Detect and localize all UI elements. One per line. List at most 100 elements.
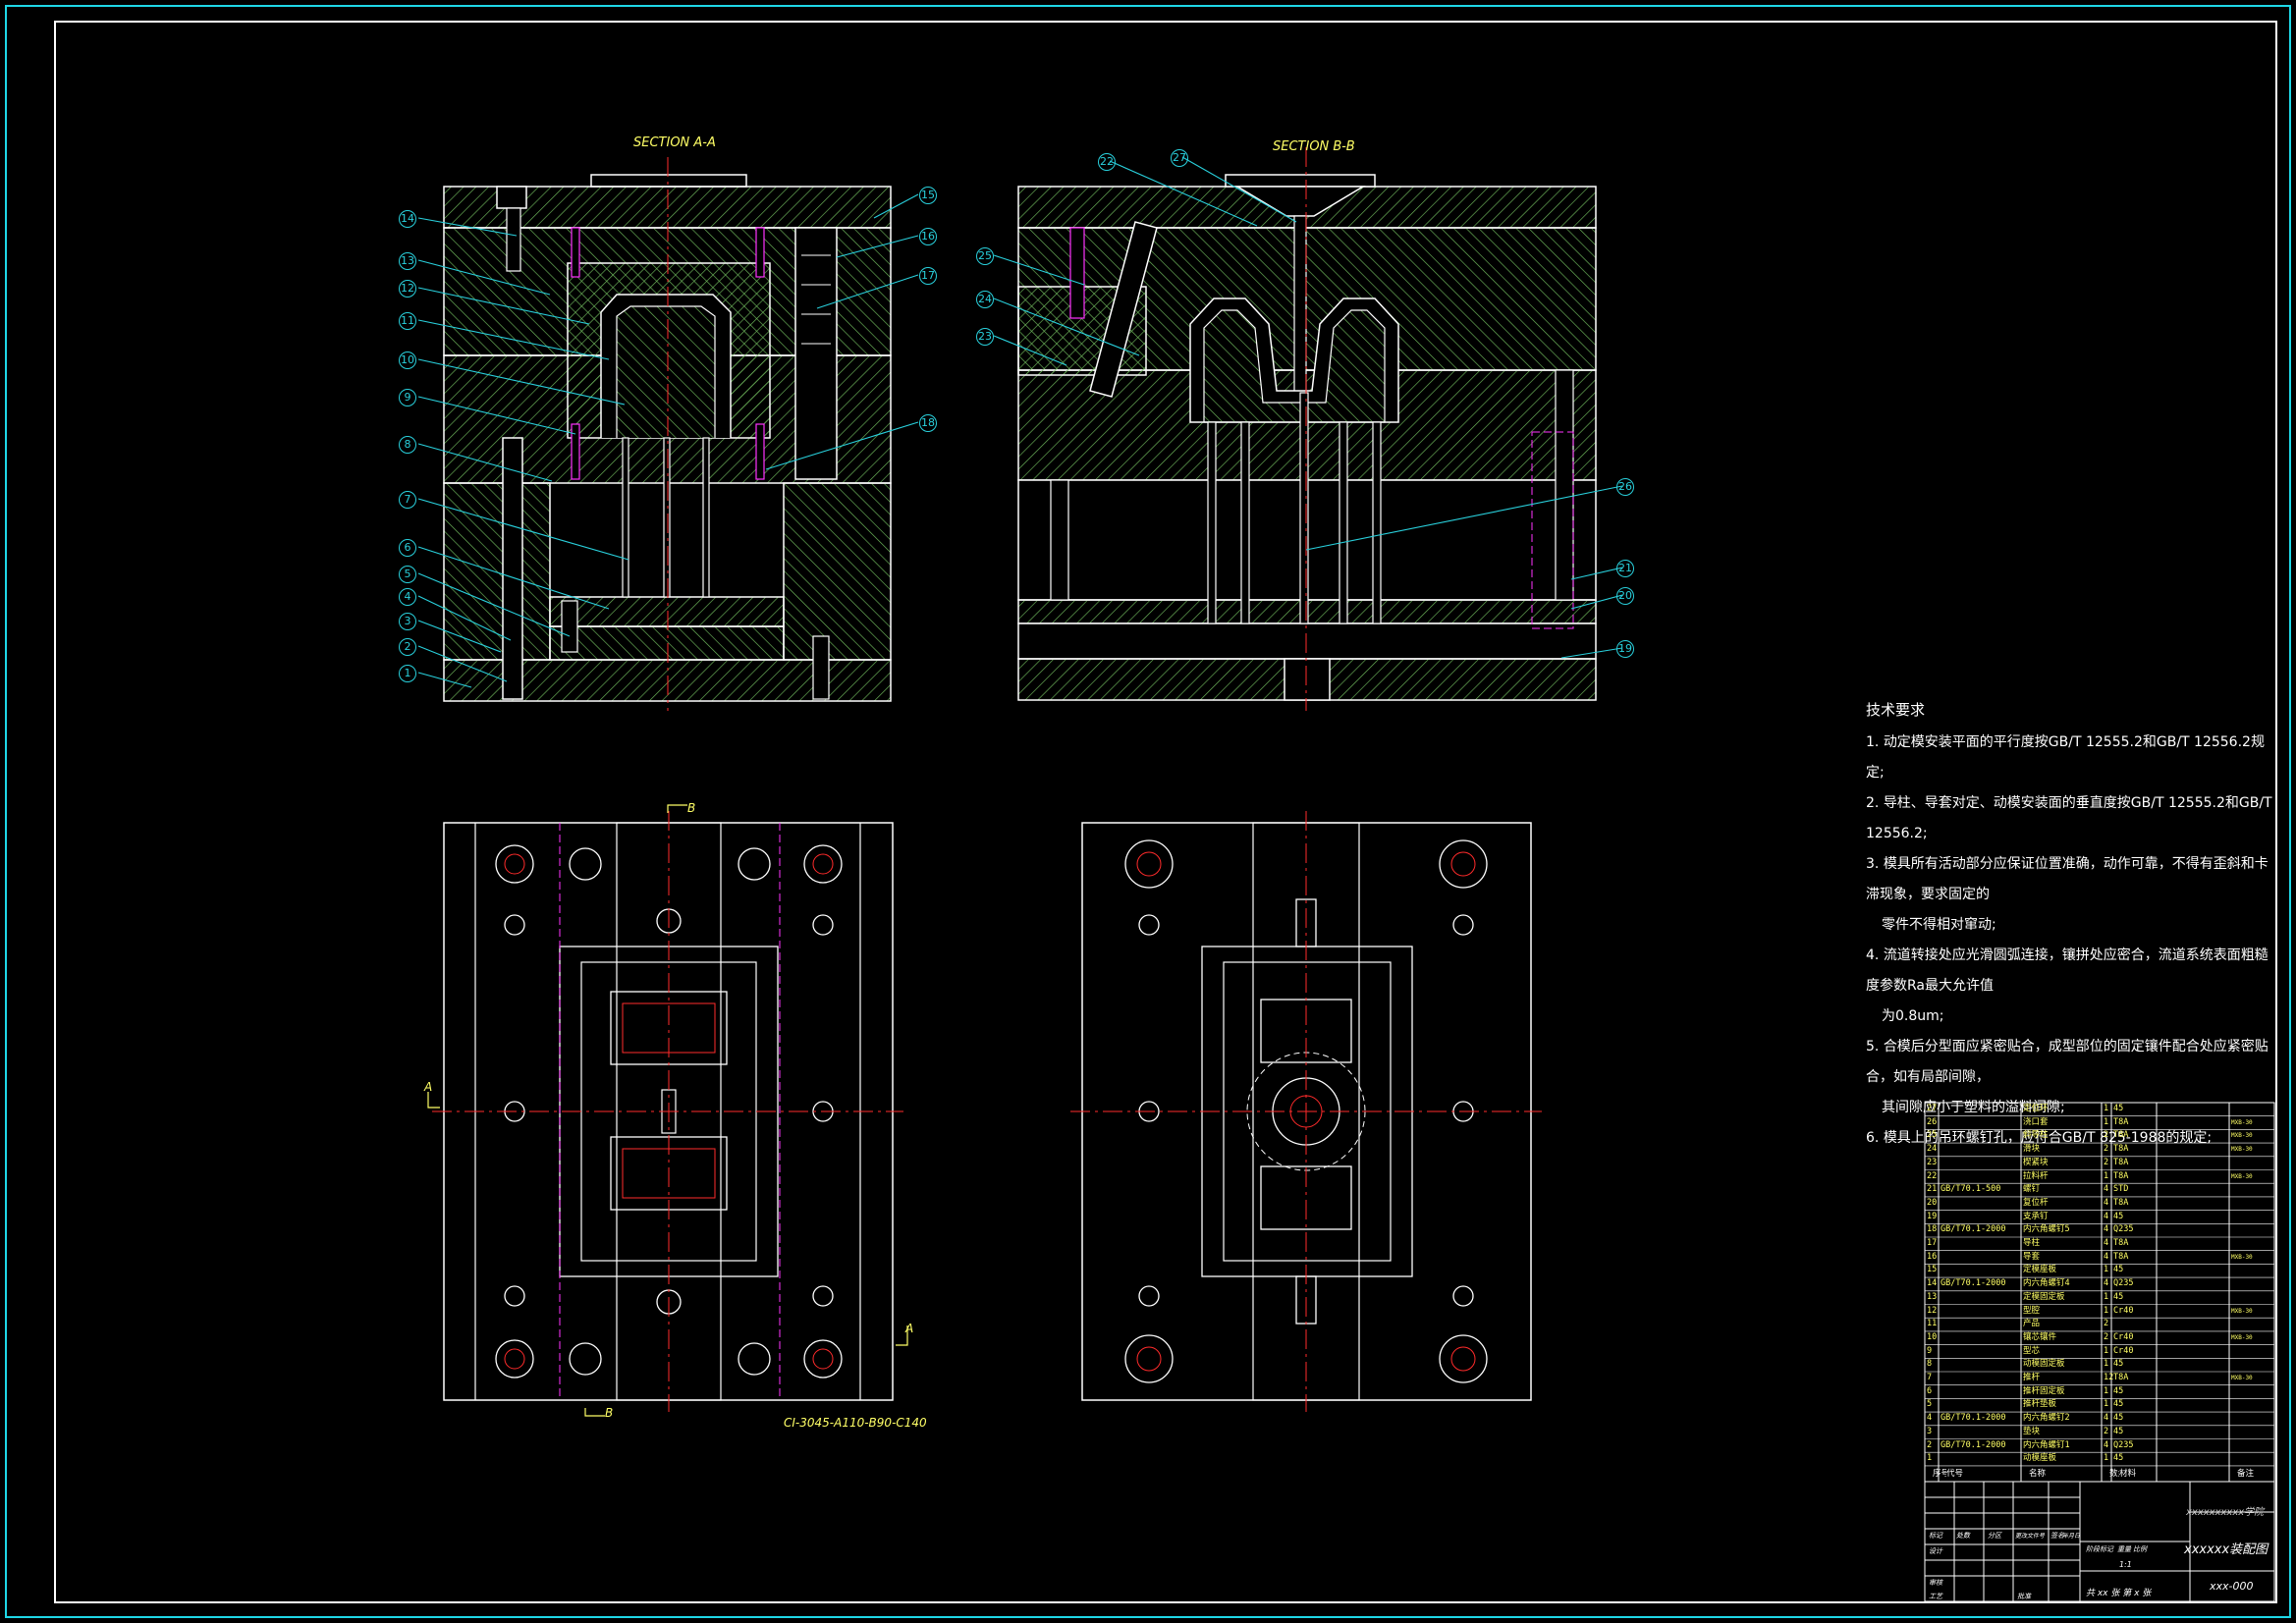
bom-cell-qty: 12 bbox=[2104, 1373, 2113, 1382]
title-block-weight: 重量 bbox=[2117, 1545, 2131, 1553]
title-block-approve: 批准 bbox=[2017, 1593, 2031, 1600]
bom-cell-qty: 1 bbox=[2104, 1291, 2109, 1302]
section-aa-title: SECTION A-A bbox=[633, 135, 716, 150]
bom-header-no: 序号 bbox=[1933, 1468, 1946, 1479]
bom-cell-qty: 4 bbox=[2104, 1211, 2109, 1221]
bom-cell-name: 复位杆 bbox=[2023, 1197, 2049, 1208]
title-block-stage: 阶段标记 bbox=[2086, 1545, 2113, 1553]
bom-cell-mat: 45 bbox=[2113, 1265, 2124, 1275]
bom-cell-no: 6 bbox=[1927, 1385, 1933, 1396]
bom-cell-name: 定模座板 bbox=[2023, 1265, 2057, 1275]
part-callout: 26 bbox=[1616, 478, 1634, 496]
bom-cell-mat: Q235 bbox=[2113, 1278, 2134, 1289]
bom-cell-name: 拉料杆 bbox=[2023, 1170, 2049, 1181]
bom-cell-note: MXB-30 bbox=[2231, 1333, 2253, 1341]
bom-cell-qty: 1 bbox=[2104, 1170, 2109, 1181]
tech-req-item: 1. 动定模安装平面的平行度按GB/T 12555.2和GB/T 12556.2… bbox=[1866, 734, 2265, 781]
bom-cell-qty: 1 bbox=[2104, 1265, 2109, 1275]
bom-cell-no: 21 bbox=[1927, 1184, 1938, 1195]
bom-cell-name: 浇口套 bbox=[2023, 1116, 2049, 1127]
part-callout: 24 bbox=[976, 291, 994, 308]
part-callout: 20 bbox=[1616, 587, 1634, 605]
part-callout: 7 bbox=[399, 491, 416, 509]
bom-cell-std: GB/T70.1-2000 bbox=[1941, 1439, 2006, 1450]
part-callout: 13 bbox=[399, 252, 416, 270]
bom-cell-mat: T8A bbox=[2113, 1170, 2129, 1181]
title-block-school: xxxxxxxxxx学院 bbox=[2186, 1507, 2265, 1518]
bom-cell-mat: T8A bbox=[2113, 1251, 2129, 1262]
bom-cell-name: 滑块 bbox=[2023, 1144, 2041, 1155]
bom-cell-name: 推杆固定板 bbox=[2023, 1385, 2065, 1396]
bom-cell-no: 19 bbox=[1927, 1211, 1938, 1221]
bom-cell-name: 型芯 bbox=[2023, 1345, 2041, 1356]
outer-frame bbox=[5, 5, 2291, 1618]
title-block-count: 处数 bbox=[1956, 1532, 1970, 1540]
section-bb-title: SECTION B-B bbox=[1273, 139, 1355, 154]
bom-cell-qty: 4 bbox=[2104, 1413, 2109, 1424]
bom-cell-no: 2 bbox=[1927, 1439, 1933, 1450]
bom-row-lines bbox=[1925, 1115, 2274, 1467]
bom-cell-no: 25 bbox=[1927, 1130, 1938, 1141]
bom-cell-note: MXB-30 bbox=[2231, 1253, 2253, 1261]
title-block-design: 设计 bbox=[1929, 1547, 1942, 1555]
bom-cell-note: MXB-30 bbox=[2231, 1375, 2253, 1381]
bom-cell-name: 支承钉 bbox=[2023, 1211, 2049, 1221]
part-callout: 25 bbox=[976, 247, 994, 265]
bom-cell-no: 17 bbox=[1927, 1238, 1938, 1248]
bom-cell-name: 斜导柱 bbox=[2023, 1130, 2049, 1141]
bom-cell-mat: T8A bbox=[2113, 1144, 2129, 1155]
bom-table-grid bbox=[1924, 1102, 2275, 1483]
part-callout: 21 bbox=[1616, 560, 1634, 577]
bom-cell-mat: T8A bbox=[2113, 1157, 2129, 1167]
title-block-check: 审核 bbox=[1929, 1579, 1942, 1587]
bom-cell-mat: 45 bbox=[2113, 1104, 2124, 1113]
bom-cell-qty: 2 bbox=[2104, 1130, 2109, 1141]
bom-cell-name: 镶芯镶件 bbox=[2023, 1331, 2057, 1342]
bom-cell-qty: 2 bbox=[2104, 1144, 2109, 1155]
bom-cell-mat: T8A bbox=[2113, 1130, 2129, 1141]
bom-header-qty: 数量 bbox=[2109, 1468, 2119, 1479]
tech-req-item-continued: 零件不得相对窜动; bbox=[1882, 917, 1996, 933]
part-callout: 22 bbox=[1098, 153, 1116, 171]
bom-cell-note: MXB-30 bbox=[2231, 1307, 2253, 1315]
bom-cell-no: 20 bbox=[1927, 1197, 1938, 1208]
part-callout: 14 bbox=[399, 210, 416, 228]
bom-cell-std: GB/T70.1-2000 bbox=[1941, 1224, 2006, 1235]
bom-cell-name: 内六角螺钉5 bbox=[2023, 1224, 2070, 1235]
bom-cell-name: 螺钉 bbox=[2023, 1184, 2041, 1195]
bom-cell-qty: 1 bbox=[2104, 1453, 2109, 1464]
bom-cell-std: GB/T70.1-500 bbox=[1941, 1184, 2001, 1195]
title-block-scale: 1:1 bbox=[2119, 1560, 2132, 1569]
bom-cell-mat: 45 bbox=[2113, 1291, 2124, 1302]
part-callout: 18 bbox=[919, 414, 937, 432]
tech-req-item-continued: 为0.8um; bbox=[1882, 1008, 1944, 1024]
bom-cell-mat: T8A bbox=[2113, 1116, 2129, 1127]
bom-header-name: 名称 bbox=[2029, 1468, 2047, 1479]
plan-section-mark-a-right: A bbox=[905, 1322, 914, 1335]
bom-cell-mat: 45 bbox=[2113, 1413, 2124, 1424]
technical-requirements: 技术要求 1. 动定模安装平面的平行度按GB/T 12555.2和GB/T 12… bbox=[1866, 695, 2278, 1154]
part-callout: 9 bbox=[399, 389, 416, 406]
bom-cell-note: MXB-30 bbox=[2231, 1132, 2253, 1140]
bom-cell-no: 18 bbox=[1927, 1224, 1938, 1235]
tech-req-item: 5. 合模后分型面应紧密贴合，成型部位的固定镶件配合处应紧密贴合，如有局部间隙， bbox=[1866, 1039, 2269, 1085]
title-block-date: 年月日 bbox=[2062, 1533, 2081, 1540]
title-block-drawing-title: xxxxxx装配图 bbox=[2184, 1542, 2269, 1557]
part-callout: 10 bbox=[399, 352, 416, 369]
title-block-ratio: 比例 bbox=[2133, 1545, 2147, 1553]
title-block-zone: 分区 bbox=[1988, 1532, 2001, 1540]
bom-cell-no: 16 bbox=[1927, 1251, 1938, 1262]
bom-header-std: 代号 bbox=[1946, 1468, 1964, 1479]
bom-cell-name: 定位环 bbox=[2023, 1104, 2049, 1113]
bom-cell-qty: 1 bbox=[2104, 1385, 2109, 1396]
plan-section-mark-b-bottom: B bbox=[605, 1406, 614, 1420]
